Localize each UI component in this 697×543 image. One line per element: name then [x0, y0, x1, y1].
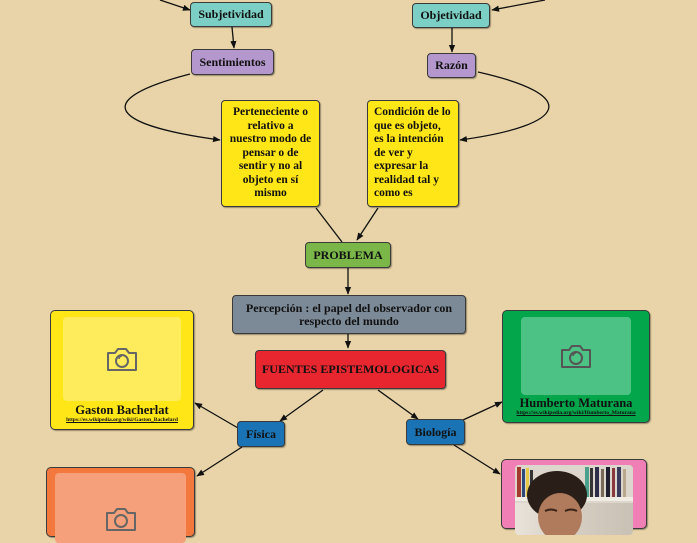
- link-sentimientos-def: [124, 73, 221, 143]
- card-name: Humberto Maturana: [519, 396, 633, 410]
- card-gaston-bacherlat[interactable]: Gaston Bacherlat https://es.wikipedia.or…: [50, 310, 194, 430]
- node-fuentes-epistemologicas[interactable]: FUENTES EPISTEMOLOGICAS: [255, 350, 446, 389]
- node-sentimientos[interactable]: Sentimientos: [191, 49, 274, 75]
- node-objetividad[interactable]: Objetividad: [412, 3, 490, 28]
- camera-icon: [107, 348, 137, 371]
- link-biologia-maturana: [462, 401, 503, 421]
- node-def-objetividad[interactable]: Condición de lo que es objeto, es la int…: [367, 100, 459, 207]
- link-def-subj-problema: [315, 207, 343, 243]
- node-biologia[interactable]: Biología: [406, 419, 465, 445]
- card-humberto-maturana[interactable]: Humberto Maturana https://es.wikipedia.o…: [502, 310, 650, 423]
- node-problema[interactable]: PROBLEMA: [305, 242, 391, 268]
- node-percepcion[interactable]: Percepción : el papel del observador con…: [232, 295, 466, 334]
- node-def-subjetividad[interactable]: Perteneciente o relativo a nuestro modo …: [221, 100, 320, 207]
- link-fisica-child: [196, 446, 243, 477]
- link-top-subjetividad: [159, 0, 191, 11]
- link-fuentes-fisica: [279, 389, 324, 422]
- node-subjetividad[interactable]: Subjetividad: [190, 2, 272, 27]
- photo-placeholder: [521, 317, 631, 395]
- node-fisica[interactable]: Física: [237, 421, 285, 447]
- card-name: Gaston Bacherlat: [75, 403, 169, 417]
- camera-icon: [561, 345, 591, 368]
- link-fuentes-biologia: [377, 389, 419, 420]
- portrait-image: [515, 465, 633, 535]
- photo-placeholder: [63, 317, 181, 401]
- link-top-objetividad: [491, 0, 546, 12]
- link-def-obj-problema: [356, 207, 379, 241]
- photo-placeholder: [55, 473, 186, 543]
- link-fisica-bacherlat: [194, 402, 239, 429]
- card-link[interactable]: https://es.wikipedia.org/wiki/Humberto_M…: [516, 410, 636, 416]
- card-link[interactable]: https://es.wikipedia.org/wiki/Gaston_Bac…: [66, 417, 178, 423]
- card-fisica-child[interactable]: [46, 467, 195, 543]
- node-razon[interactable]: Razón: [427, 53, 476, 78]
- portrait-photo: [515, 465, 633, 535]
- camera-icon: [105, 508, 136, 531]
- link-razon-def: [459, 71, 550, 143]
- card-biologia-child[interactable]: [501, 459, 647, 535]
- link-biologia-child: [453, 444, 501, 475]
- link-subjetividad-sentimientos: [230, 26, 237, 49]
